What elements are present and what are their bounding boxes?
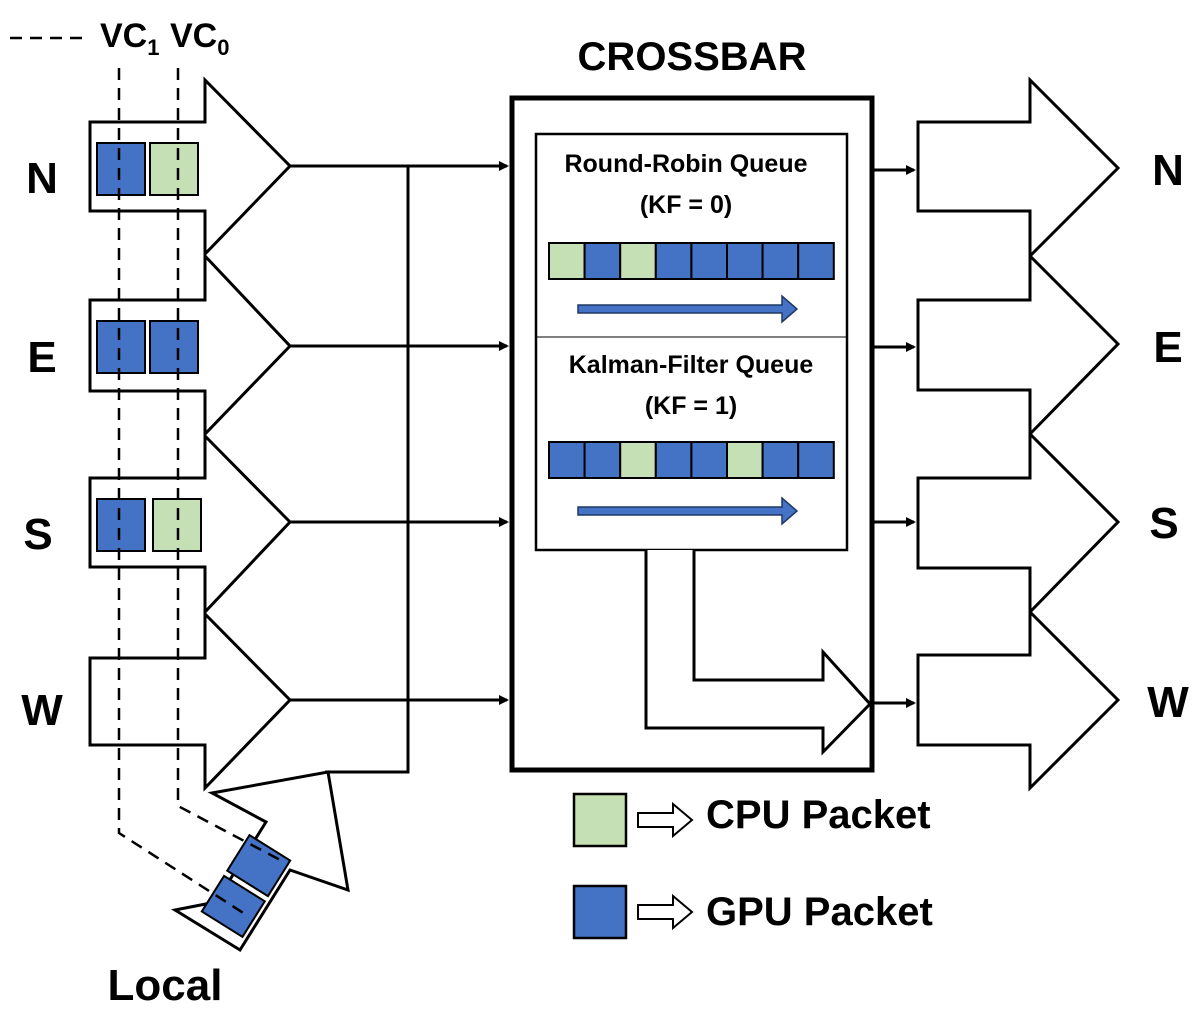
legend-gpu-swatch (572, 884, 628, 940)
kf-queue-slot-gpu (690, 441, 729, 479)
kf-queue-slot-gpu (761, 441, 800, 479)
buffer-n-vc1 (96, 142, 146, 196)
buffer-s-vc0 (152, 498, 202, 552)
legend-gpu-label: GPU Packet (706, 890, 933, 934)
input-arrow-w (88, 610, 293, 792)
kf-queue-slot-cpu (726, 441, 764, 479)
kf-queue-slot-gpu (797, 441, 835, 479)
output-ports (916, 76, 1121, 792)
vc0-line (176, 68, 285, 864)
rr-queue-slot-gpu (583, 242, 622, 280)
crossbar-title: CROSSBAR (578, 35, 807, 79)
output-wires (872, 165, 916, 708)
rr-queue-slots (548, 242, 835, 280)
legend-gpu-arrow (637, 893, 694, 931)
rr-queue-slot-gpu (797, 242, 835, 280)
rr-queue-slot-gpu (761, 242, 800, 280)
output-label-e: E (1153, 323, 1182, 372)
buffer-s-vc1 (96, 498, 146, 552)
rr-queue-title: Round-Robin Queue (564, 150, 807, 178)
kf-queue-slot-gpu (654, 441, 693, 479)
rr-queue-slot-gpu (726, 242, 764, 280)
legend-cpu-label: CPU Packet (706, 793, 931, 837)
kf-queue-slots (548, 441, 835, 479)
output-arrow-w (916, 608, 1121, 792)
output-label-n: N (1152, 146, 1184, 195)
input-label-w: W (21, 686, 63, 735)
rr-queue-slot-gpu (690, 242, 729, 280)
output-port-labels: N E S W (1147, 146, 1189, 727)
queues-panel (534, 132, 849, 552)
input-label-n: N (26, 154, 58, 203)
vc-legend: VC1 VC0 (10, 17, 229, 60)
input-port-labels: N E S W Local (21, 154, 222, 1010)
kf-queue-slot-cpu (619, 441, 657, 479)
output-arrow-n (916, 76, 1121, 260)
rr-queue-slot-gpu (654, 242, 693, 280)
vc-lines (117, 68, 285, 918)
kf-flow-arrow (577, 496, 799, 526)
input-wires (290, 161, 509, 774)
kf-queue-title: Kalman-Filter Queue (569, 351, 814, 379)
buffer-e-vc0 (149, 320, 199, 374)
output-label-w: W (1147, 678, 1189, 727)
output-label-s: S (1149, 499, 1178, 548)
rr-queue-sub: (KF = 0) (640, 191, 732, 219)
input-label-local: Local (108, 961, 223, 1010)
legend-cpu-swatch (572, 792, 628, 848)
legend-cpu-arrow (637, 801, 694, 839)
vc0-label: VC0 (170, 17, 229, 60)
buffer-e-vc1 (96, 320, 146, 374)
kf-queue-sub: (KF = 1) (645, 392, 737, 420)
vc1-label: VC1 (100, 17, 159, 60)
kf-queue-slot-gpu (548, 441, 586, 479)
buffer-local-vc0 (225, 833, 292, 898)
queue-output-arrow (644, 550, 873, 756)
output-arrow-e (916, 252, 1121, 438)
kf-queue-slot-gpu (583, 441, 622, 479)
packet-legend: CPU Packet GPU Packet (572, 792, 933, 940)
vc1-line (117, 68, 249, 918)
buffer-n-vc0 (149, 142, 199, 196)
rr-queue-slot-cpu (548, 242, 586, 280)
output-arrow-s (916, 430, 1121, 616)
input-label-e: E (27, 333, 56, 382)
rr-flow-arrow (577, 294, 799, 324)
input-label-s: S (23, 510, 52, 559)
rr-queue-slot-cpu (619, 242, 657, 280)
